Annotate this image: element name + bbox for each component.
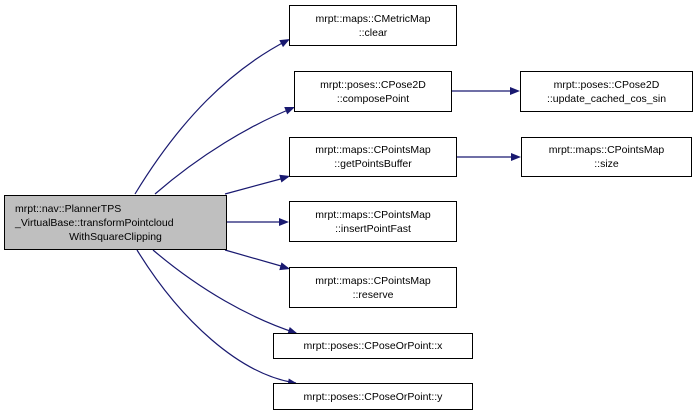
edge-to-reserve [224, 249, 289, 269]
node-y-line-1: mrpt::poses::CPoseOrPoint::y [303, 390, 443, 403]
node-x[interactable]: mrpt::poses::CPoseOrPoint::x [273, 333, 473, 359]
node-reserve-line-1: mrpt::maps::CPointsMap [315, 274, 431, 287]
node-composePoint-line-2: ::composePoint [336, 92, 410, 105]
node-insertPointFast[interactable]: mrpt::maps::CPointsMap::insertPointFast [289, 201, 457, 242]
arrowhead-icon [510, 87, 520, 95]
node-insertPointFast-line-2: ::insertPointFast [335, 222, 411, 235]
arrowhead-icon [284, 107, 295, 115]
arrowhead-icon [279, 262, 290, 271]
node-reserve[interactable]: mrpt::maps::CPointsMap::reserve [289, 267, 457, 308]
node-getPointsBuffer-line-1: mrpt::maps::CPointsMap [315, 144, 431, 156]
arrowhead-icon [287, 327, 298, 335]
node-reserve-line-2: ::reserve [352, 288, 394, 301]
node-getPointsBuffer-line-2: ::getPointsBuffer [334, 158, 412, 170]
node-composePoint-line-1: mrpt::poses::CPose2D [320, 78, 426, 91]
node-composePoint[interactable]: mrpt::poses::CPose2D::composePoint [294, 71, 452, 112]
edge-to-getPointsBuffer [224, 176, 289, 195]
node-main-line-3: WithSquareClipping [69, 230, 162, 243]
arrowhead-icon [279, 218, 289, 226]
node-clear[interactable]: mrpt::maps::CMetricMap::clear [289, 5, 457, 46]
node-clear-line-1: mrpt::maps::CMetricMap [315, 12, 431, 25]
edge-to-composePoint [154, 107, 294, 195]
node-x-line-1: mrpt::poses::CPoseOrPoint::x [303, 340, 443, 352]
node-size-line-1: mrpt::maps::CPointsMap [548, 144, 665, 156]
edge-to-x [152, 249, 297, 334]
edge-to-y [136, 249, 297, 384]
node-getPointsBuffer[interactable]: mrpt::maps::CPointsMap::getPointsBuffer [289, 137, 457, 177]
arrowhead-icon [511, 153, 521, 161]
node-update-line-2: ::update_cached_cos_sin [546, 92, 667, 105]
node-clear-line-2: ::clear [358, 26, 388, 39]
arrowhead-icon [279, 174, 290, 183]
node-update-line-1: mrpt::poses::CPose2D [553, 78, 660, 91]
node-size-line-2: ::size [594, 158, 619, 170]
node-main-line-2: _VirtualBase::transformPointcloud [15, 216, 174, 229]
edge-to-clear [134, 39, 289, 195]
node-main[interactable]: mrpt::nav::PlannerTPS _VirtualBase::tran… [4, 195, 227, 250]
arrowhead-icon [279, 39, 290, 48]
node-update[interactable]: mrpt::poses::CPose2D::update_cached_cos_… [520, 71, 693, 112]
node-y[interactable]: mrpt::poses::CPoseOrPoint::y [273, 383, 473, 410]
node-size[interactable]: mrpt::maps::CPointsMap::size [521, 137, 692, 177]
node-main-line-1: mrpt::nav::PlannerTPS [15, 202, 122, 215]
node-insertPointFast-line-1: mrpt::maps::CPointsMap [315, 208, 431, 221]
